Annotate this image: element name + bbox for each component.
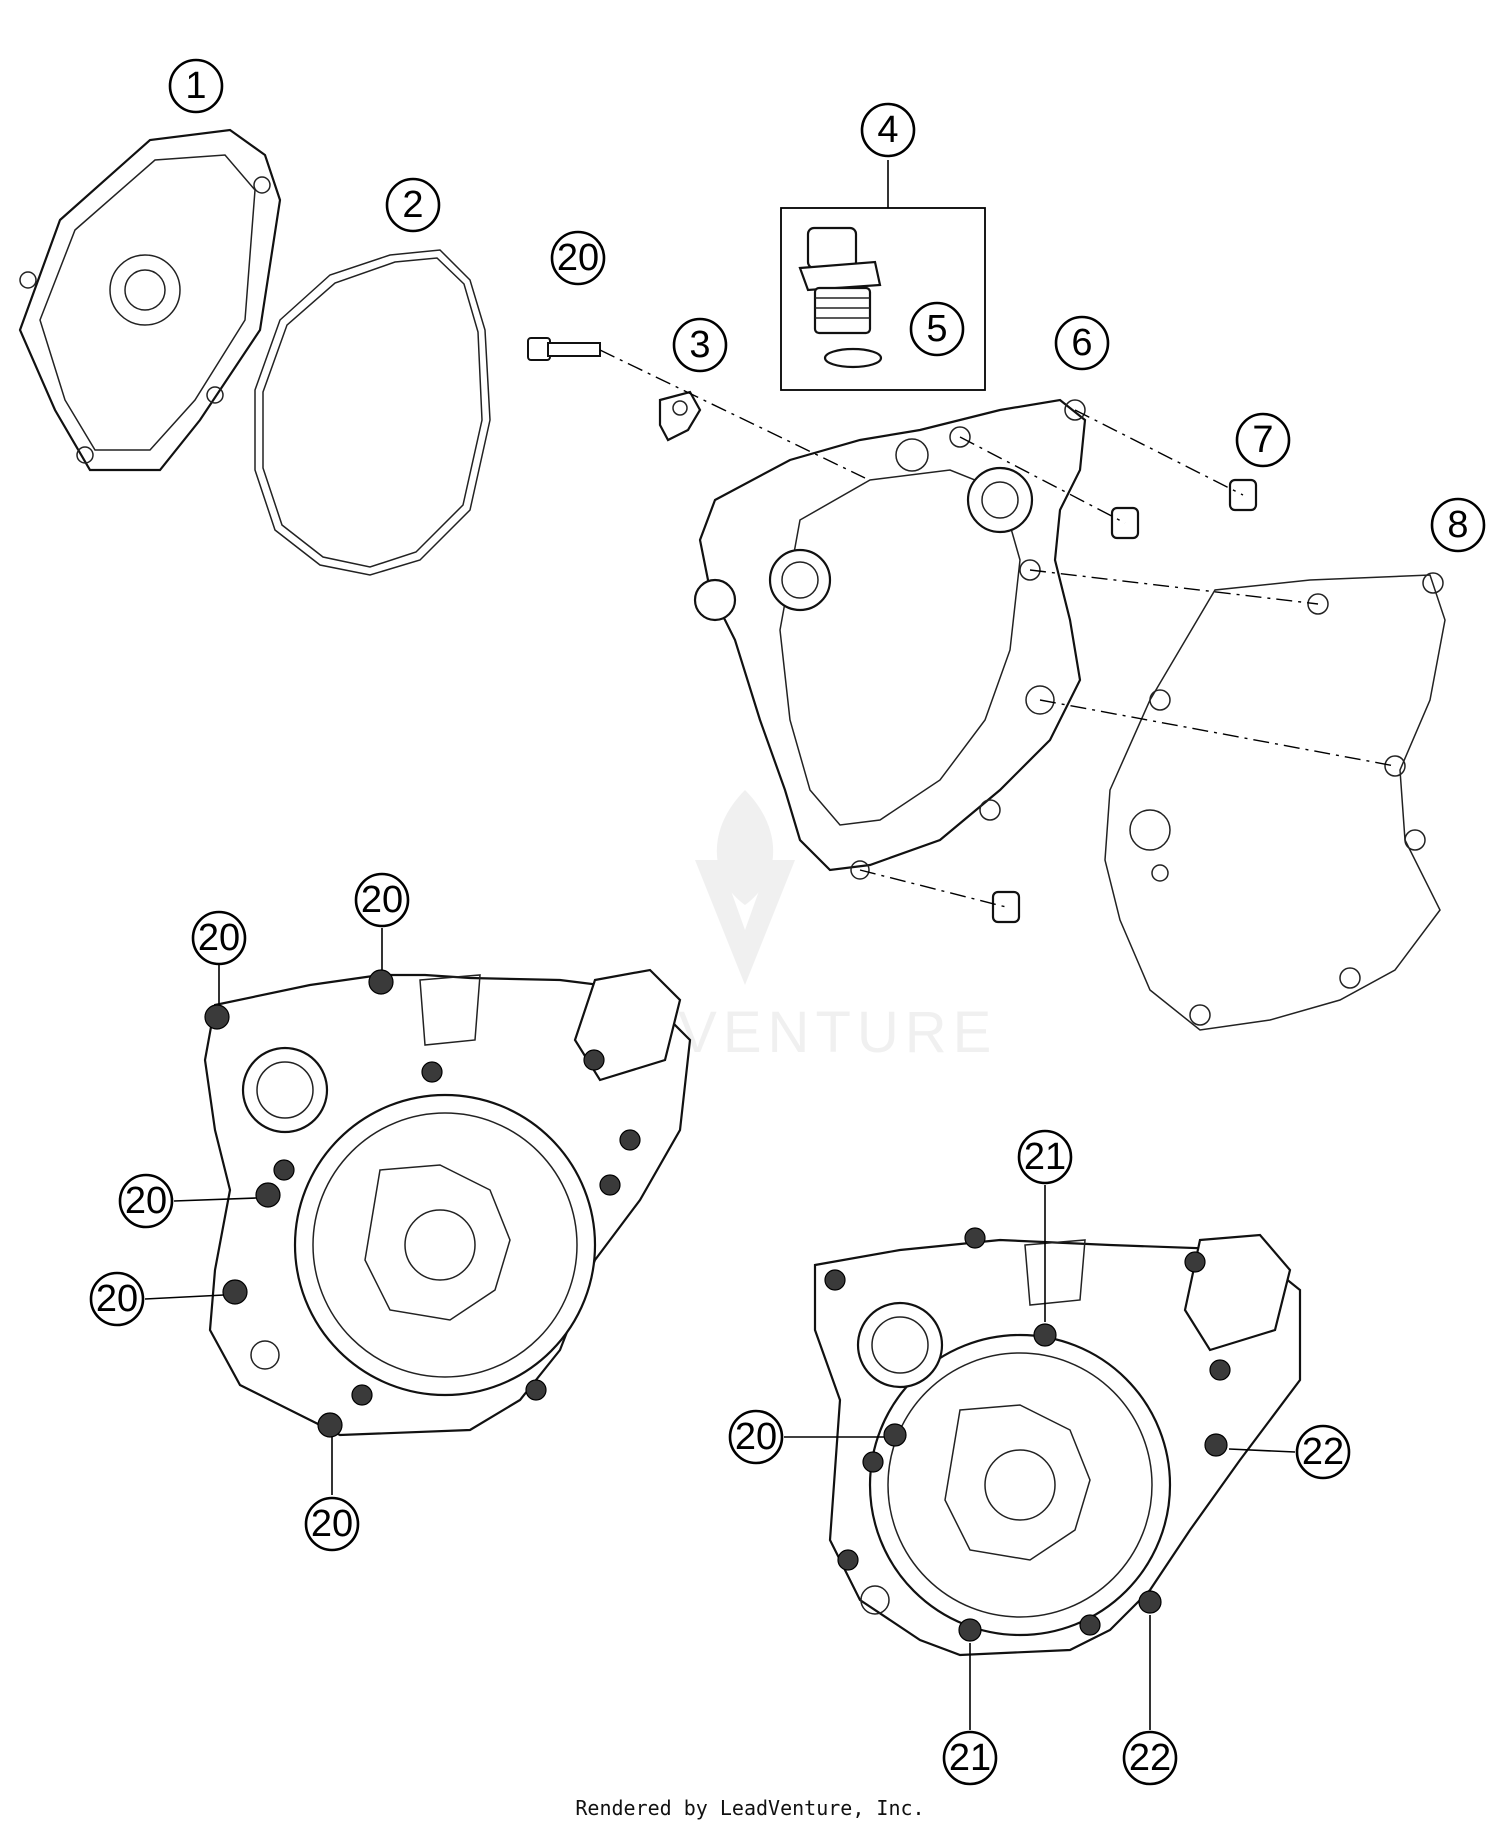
callout-20-bottom-label: 20 <box>311 1503 353 1545</box>
callout-6: 6 <box>1054 315 1110 371</box>
callout-20-bottom: 20 <box>304 1496 360 1552</box>
part-8-clutch-cover-gasket <box>1104 572 1446 1031</box>
callout-20-left-lower-label: 20 <box>96 1278 138 1320</box>
leader-lines <box>144 160 1296 1730</box>
callout-7: 7 <box>1235 412 1291 468</box>
callout-3-label: 3 <box>689 324 710 366</box>
callout-5-label: 5 <box>926 308 947 350</box>
callout-20-left-upper-label: 20 <box>198 917 240 959</box>
part-5-o-ring <box>823 347 883 369</box>
callout-21-top-label: 21 <box>1024 1136 1066 1178</box>
callout-20-right-cover: 20 <box>728 1409 784 1465</box>
flame-logo-icon <box>716 790 774 905</box>
callout-21-top: 21 <box>1017 1129 1073 1185</box>
callout-21-bottom-label: 21 <box>949 1737 991 1779</box>
callout-4: 4 <box>860 102 916 158</box>
part-4-oil-plug-kit <box>780 207 986 391</box>
footer-credit: Rendered by LeadVenture, Inc. <box>575 1796 925 1820</box>
callout-22-bottom: 22 <box>1122 1730 1178 1786</box>
callout-3: 3 <box>672 317 728 373</box>
callout-8: 8 <box>1430 497 1486 553</box>
part-3-tab-washer <box>658 390 702 442</box>
callout-20-left-middle: 20 <box>118 1173 174 1229</box>
callout-20-right-cover-label: 20 <box>735 1416 777 1458</box>
callout-22-right-label: 22 <box>1302 1431 1344 1473</box>
callout-2: 2 <box>385 177 441 233</box>
part-6-clutch-cover <box>693 398 1087 880</box>
callout-20-top-center: 20 <box>354 872 410 928</box>
callout-22-right: 22 <box>1295 1424 1351 1480</box>
part-2-cover-gasket <box>254 249 491 576</box>
callout-20-top-label: 20 <box>557 237 599 279</box>
part-1-outer-cover <box>18 128 282 472</box>
callout-22-bottom-label: 22 <box>1129 1737 1171 1779</box>
part-20-bolt-top <box>527 337 601 361</box>
v-logo-icon <box>695 860 795 985</box>
callout-20-left-upper: 20 <box>191 910 247 966</box>
callout-6-label: 6 <box>1071 322 1092 364</box>
exploded-view-axes <box>599 349 1396 908</box>
callout-20-top-center-label: 20 <box>361 879 403 921</box>
callout-5: 5 <box>909 301 965 357</box>
assembled-cover-left <box>203 968 692 1438</box>
assembled-cover-right <box>813 1227 1302 1657</box>
callout-4-label: 4 <box>877 109 898 151</box>
callout-8-label: 8 <box>1447 504 1468 546</box>
callout-21-bottom: 21 <box>942 1730 998 1786</box>
callout-20-left-lower: 20 <box>89 1271 145 1327</box>
callout-7-label: 7 <box>1252 419 1273 461</box>
callout-20-left-middle-label: 20 <box>125 1180 167 1222</box>
callout-20-top: 20 <box>550 230 606 286</box>
callout-1: 1 <box>168 58 224 114</box>
callout-1-label: 1 <box>185 65 206 107</box>
callout-2-label: 2 <box>402 184 423 226</box>
